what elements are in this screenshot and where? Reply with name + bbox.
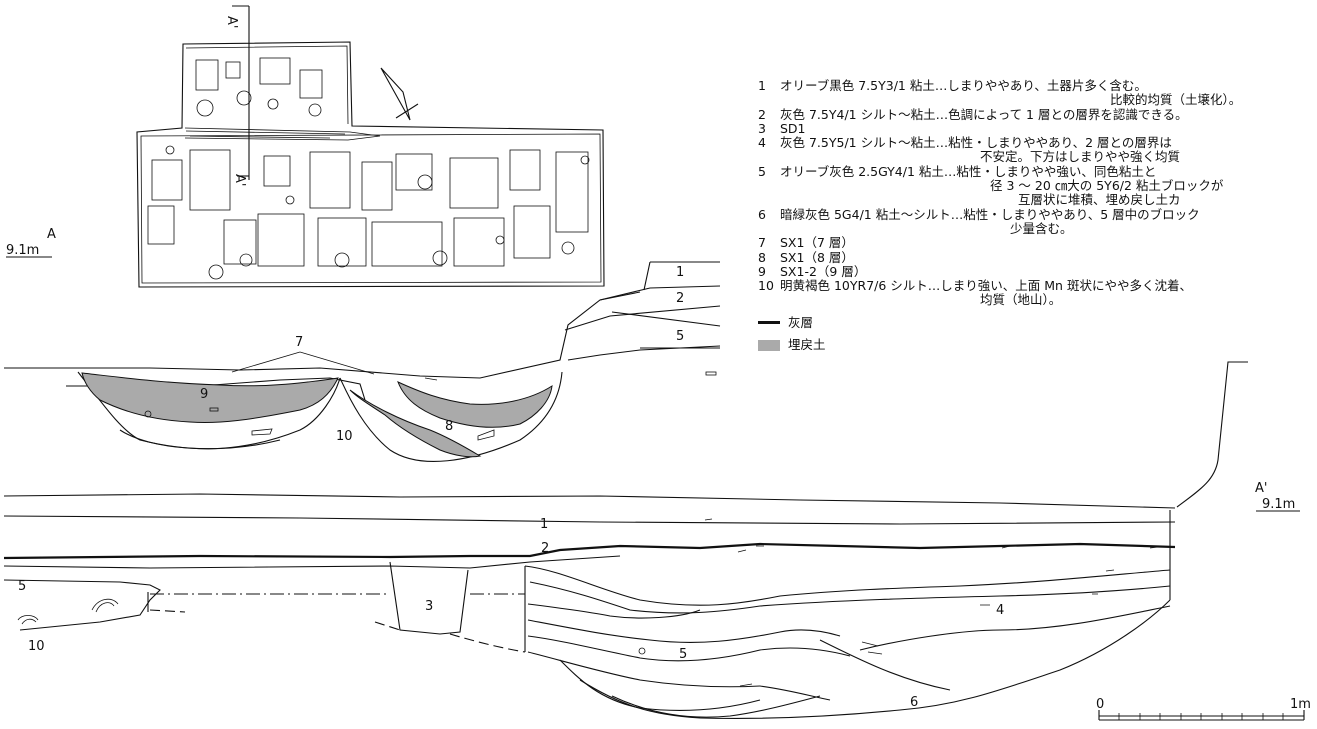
ash-layer-label: 灰層 [788, 314, 814, 330]
lower-label-1: 1 [540, 517, 548, 532]
lower-label-3: 3 [425, 599, 433, 614]
legend-num: 8 [758, 249, 766, 265]
legend-item-2: 2 灰色 7.5Y4/1 シルト～粘土…色調によって 1 層との層界を認識できる… [758, 106, 1308, 122]
cliff-line [1176, 361, 1248, 508]
legend-num: 5 [758, 163, 766, 179]
legend-text: 明黄褐色 10YR7/6 シルト…しまり強い、上面 Mn 斑状にやや多く沈着、 [780, 278, 1192, 294]
legend-text-cont: 径 3 ～ 20 ㎝大の 5Y6/2 粘土ブロックが [990, 178, 1224, 194]
legend-text: 灰色 7.5Y5/1 シルト～粘土…粘性・しまりややあり、2 層との層界は [780, 135, 1172, 151]
legend-item-6: 6 暗緑灰色 5G4/1 粘土～シルト…粘性・しまりややあり、5 層中のブロック… [758, 206, 1308, 237]
section-a-label: A [47, 227, 56, 242]
section-a2-label: A' [1255, 481, 1267, 496]
upper-label-9: 9 [200, 387, 208, 402]
legend-num: 1 [758, 78, 766, 93]
section-a2-level: 9.1m [1262, 497, 1295, 512]
legend-item-8: 8 SX1（8 層） [758, 249, 1308, 265]
legend-num: 9 [758, 263, 766, 279]
legend-item-3: 3 SD1 [758, 120, 1308, 136]
legend-text: オリーブ灰色 2.5GY4/1 粘土…粘性・しまりやや強い、同色粘土と [780, 163, 1157, 179]
scale-end: 1m [1290, 697, 1311, 712]
lower-section: A' 9.1m 1 2 [3, 481, 1300, 719]
upper-label-10: 10 [336, 429, 353, 444]
legend-num: 2 [758, 106, 766, 122]
upper-label-5: 5 [676, 329, 684, 344]
lower-label-2: 2 [541, 541, 549, 556]
legend-num: 7 [758, 235, 766, 251]
backfill-swatch [758, 339, 780, 351]
plan-marker-bottom: A' [232, 174, 247, 186]
legend-item-4: 4 灰色 7.5Y5/1 シルト～粘土…粘性・しまりややあり、2 層との層界は … [758, 135, 1308, 165]
legend-text: 灰色 7.5Y4/1 シルト～粘土…色調によって 1 層との層界を認識できる。 [780, 106, 1188, 122]
legend-num: 4 [758, 135, 766, 151]
legend-text: SD1 [780, 120, 806, 136]
legend-text-cont: 比較的均質（土壌化）。 [1110, 92, 1242, 108]
upper-label-2: 2 [676, 291, 684, 306]
legend-key-fill: 埋戻土 [758, 337, 1308, 353]
upper-label-8: 8 [445, 419, 453, 434]
plan-view: A' A' [136, 5, 605, 288]
lower-label-4: 4 [996, 603, 1004, 618]
legend-text: SX1-2（9 層） [780, 263, 867, 279]
legend: 1 オリーブ黒色 7.5Y3/1 粘土…しまりややあり、土器片多く含む。 比較的… [758, 78, 1308, 353]
scale-bar: 0 1m [1096, 697, 1311, 721]
legend-item-9: 9 SX1-2（9 層） [758, 263, 1308, 279]
legend-text: 暗緑灰色 5G4/1 粘土～シルト…粘性・しまりややあり、5 層中のブロック [780, 206, 1200, 222]
upper-section: A 9.1m 1 2 5 7 9 8 10 [4, 227, 721, 462]
legend-text: SX1（8 層） [780, 249, 854, 265]
legend-num: 10 [758, 278, 774, 294]
legend-num: 3 [758, 120, 766, 136]
legend-item-1: 1 オリーブ黒色 7.5Y3/1 粘土…しまりややあり、土器片多く含む。 比較的… [758, 78, 1308, 108]
legend-item-7: 7 SX1（7 層） [758, 235, 1308, 251]
lower-label-6: 6 [910, 695, 918, 710]
backfill-label: 埋戻土 [788, 337, 826, 353]
legend-text: オリーブ黒色 7.5Y3/1 粘土…しまりややあり、土器片多く含む。 [780, 78, 1147, 93]
legend-key-ash: 灰層 [758, 314, 1308, 330]
legend-num: 6 [758, 206, 766, 222]
legend-text-cont2: 互層状に堆積、埋め戻し土カ [1018, 192, 1181, 208]
legend-text-cont: 均質（地山）。 [980, 292, 1062, 308]
scale-start: 0 [1096, 697, 1104, 712]
legend-text-cont: 不安定。下方はしまりやや強く均質 [980, 149, 1181, 165]
lower-label-10: 10 [28, 639, 45, 654]
plan-marker-top: A' [224, 16, 239, 28]
section-a-level: 9.1m [6, 243, 39, 258]
ash-layer-swatch [758, 321, 780, 325]
upper-label-7: 7 [295, 335, 303, 350]
legend-text: SX1（7 層） [780, 235, 854, 251]
lower-label-5-left: 5 [18, 579, 26, 594]
legend-item-10: 10 明黄褐色 10YR7/6 シルト…しまり強い、上面 Mn 斑状にやや多く沈… [758, 278, 1308, 308]
legend-text-cont: 少量含む。 [1010, 220, 1073, 236]
lower-label-5: 5 [679, 647, 687, 662]
upper-label-1: 1 [676, 265, 684, 280]
legend-item-5: 5 オリーブ灰色 2.5GY4/1 粘土…粘性・しまりやや強い、同色粘土と 径 … [758, 163, 1308, 208]
